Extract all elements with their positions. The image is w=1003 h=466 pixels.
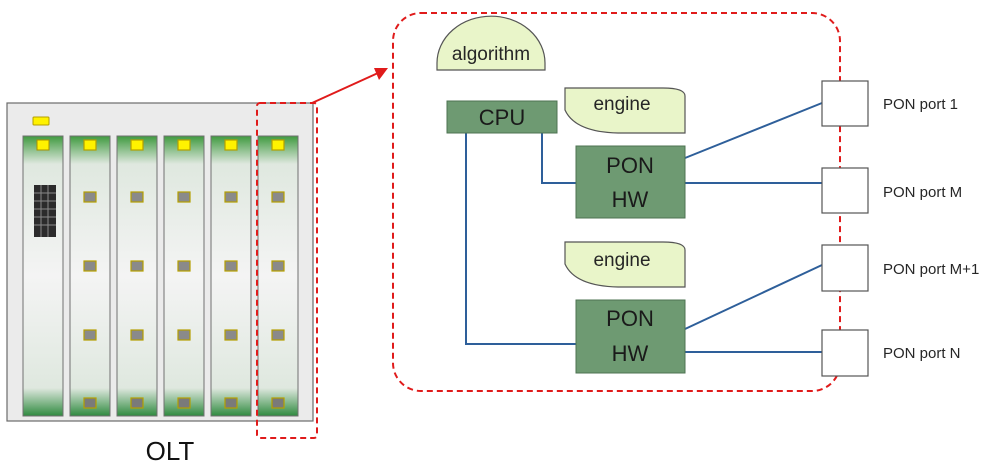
connections: [465, 102, 823, 353]
cpu-to-hw1-link: [541, 133, 576, 184]
pon-port-n: PON port N: [821, 329, 961, 377]
card-led: [130, 260, 144, 272]
pon-port-1: PON port 1: [821, 80, 958, 127]
card-highlight-dashed: [256, 102, 318, 439]
line-cards: [69, 135, 299, 417]
card-led: [83, 191, 97, 203]
card-led: [271, 139, 285, 151]
card-led: [177, 397, 191, 409]
control-card: [22, 135, 64, 417]
line-card: [163, 135, 205, 417]
card-led: [177, 191, 191, 203]
pon-port-m1: PON port M+1: [821, 244, 979, 292]
algorithm-label: algorithm: [452, 44, 530, 65]
chassis-status-led: [32, 116, 50, 126]
cpu-box: CPU: [446, 100, 558, 134]
card-led: [271, 260, 285, 272]
card-led: [83, 260, 97, 272]
pon-hw-box-1: PON HW: [575, 145, 686, 219]
card-led: [224, 139, 238, 151]
card-led: [271, 329, 285, 341]
olt-chassis: [6, 102, 314, 422]
card-led: [224, 191, 238, 203]
pon-hw-2-line1: PON: [606, 306, 654, 331]
engine-label-2: engine: [593, 250, 650, 271]
line-card: [69, 135, 111, 417]
card-led: [130, 397, 144, 409]
card-led: [177, 139, 191, 151]
pon-port-n-label: PON port N: [883, 345, 961, 362]
card-led: [83, 139, 97, 151]
card-led: [83, 397, 97, 409]
hw1-to-port1-link: [684, 102, 823, 159]
pon-port-m-label: PON port M: [883, 184, 962, 201]
pon-hw-1-line1: PON: [606, 153, 654, 178]
pon-port-1-label: PON port 1: [883, 96, 958, 113]
engine-label-1: engine: [593, 94, 650, 115]
card-led: [130, 139, 144, 151]
engine-shape-1: engine: [564, 87, 686, 134]
card-led: [271, 191, 285, 203]
line-card: [116, 135, 158, 417]
control-card-led: [36, 139, 50, 151]
card-led: [83, 329, 97, 341]
card-led: [177, 329, 191, 341]
cpu-to-hw2-link: [465, 133, 576, 345]
hw2-to-portM1-link: [684, 264, 823, 330]
zoom-arrow: [311, 68, 388, 104]
card-led: [224, 397, 238, 409]
line-card: [257, 135, 299, 417]
pon-port-m: PON port M: [821, 167, 962, 214]
pon-hw-1-line2: HW: [612, 187, 649, 212]
olt-label: OLT: [146, 436, 195, 466]
pon-hw-box-2: PON HW: [575, 299, 686, 374]
cpu-label: CPU: [479, 105, 525, 130]
card-led: [130, 191, 144, 203]
card-led: [177, 260, 191, 272]
pon-port-m1-label: PON port M+1: [883, 261, 979, 278]
card-led: [271, 397, 285, 409]
pon-hw-2-line2: HW: [612, 341, 649, 366]
card-led: [224, 260, 238, 272]
algorithm-shape: algorithm: [436, 15, 546, 71]
line-card: [210, 135, 252, 417]
card-led: [130, 329, 144, 341]
connector-block: [34, 185, 56, 237]
card-led: [224, 329, 238, 341]
engine-shape-2: engine: [564, 241, 686, 288]
